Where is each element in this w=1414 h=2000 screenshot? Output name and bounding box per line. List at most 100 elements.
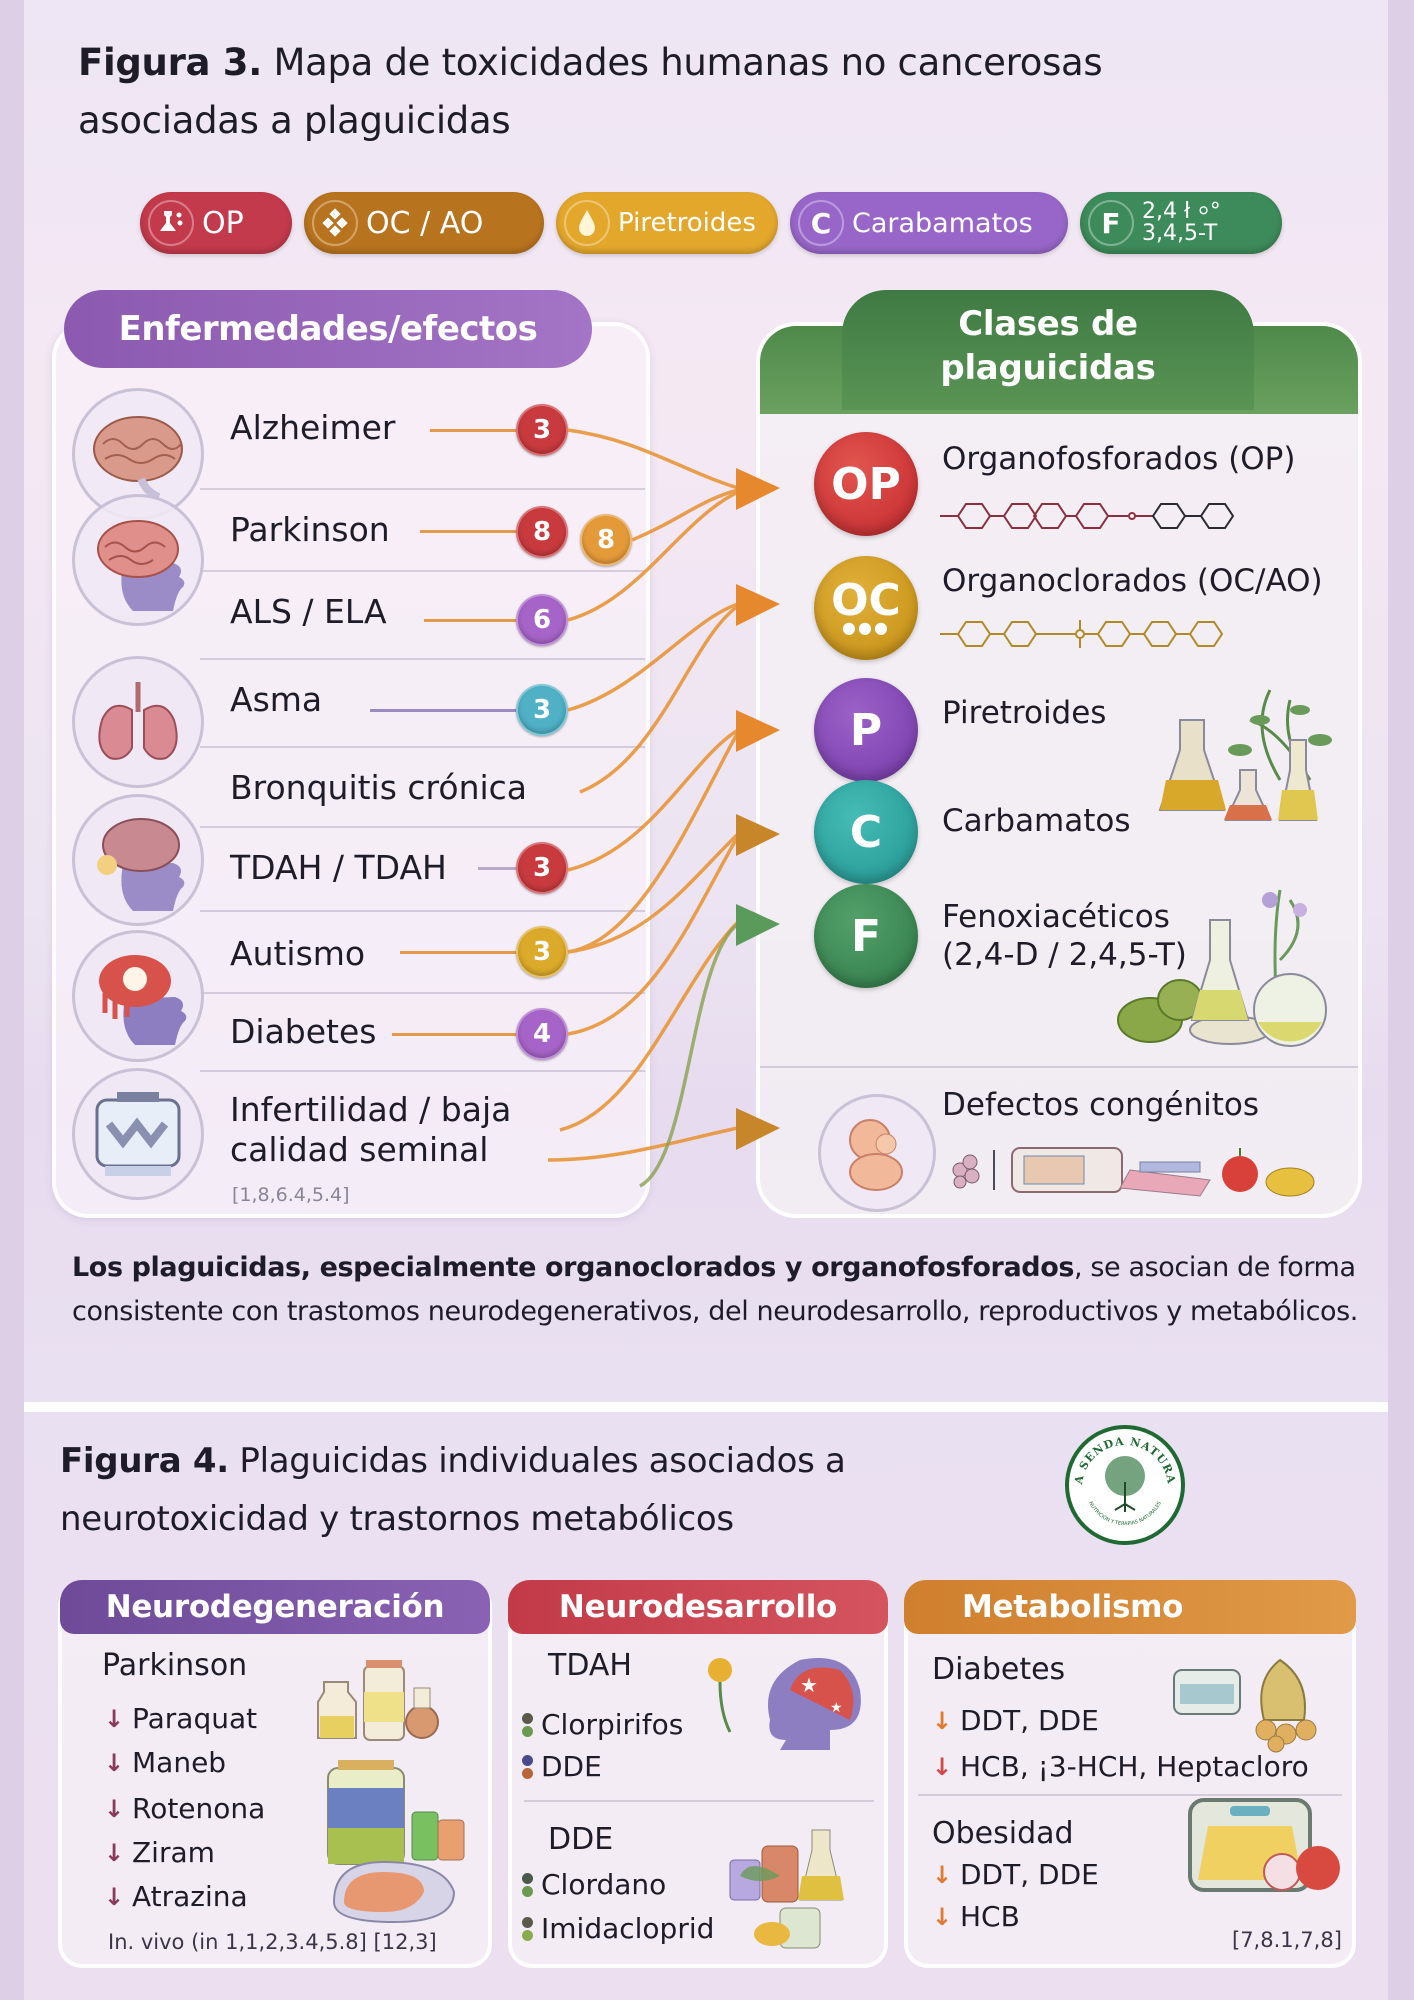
disease-diabetes: Diabetes bbox=[230, 1012, 377, 1051]
evidence-badge: 6 bbox=[516, 594, 568, 646]
droplet-icon bbox=[564, 200, 610, 246]
legend-label-oc: OC / AO bbox=[366, 205, 484, 241]
card-metabolismo bbox=[904, 1582, 1356, 1968]
evidence-badge: 4 bbox=[516, 1008, 568, 1060]
autism-head-icon bbox=[72, 930, 204, 1062]
section-divider bbox=[24, 1402, 1388, 1412]
arrow-down-icon: ↓ bbox=[104, 1704, 125, 1733]
disease-bronquitis: Bronquitis crónica bbox=[230, 768, 528, 807]
legend-label-piretroides: Piretroides bbox=[618, 208, 756, 238]
connector-line bbox=[392, 1033, 520, 1036]
pesticide-name: Imidacloprid bbox=[541, 1912, 715, 1945]
row-divider bbox=[200, 746, 645, 748]
arrow-down-icon: ↓ bbox=[104, 1794, 125, 1823]
row-divider bbox=[200, 826, 645, 828]
pesticide-item: ↓HCB, ¡3-HCH, Heptacloro bbox=[932, 1750, 1309, 1783]
connector-line bbox=[478, 867, 520, 870]
evidence-badge: 8 bbox=[516, 506, 568, 558]
lungs-icon bbox=[72, 656, 204, 788]
pesticide-name: Maneb bbox=[132, 1746, 227, 1779]
congenital-causes-illustration bbox=[952, 1147, 1315, 1197]
letter-c-icon: C bbox=[798, 200, 844, 246]
class-badge-oc-label: OC bbox=[831, 575, 901, 626]
class-badge-c: C bbox=[814, 780, 918, 884]
disease-autismo: Autismo bbox=[230, 934, 366, 973]
arrow-down-icon: ↓ bbox=[104, 1882, 125, 1911]
legend-label-fenoxiaceticos: 2,4 ł ⸰° 3,4,5-T bbox=[1142, 201, 1221, 245]
figure3-caption: Mapa de toxicidades humanas no cancerosa… bbox=[78, 41, 1103, 142]
class-label-oc: Organoclorados (OC/AO) bbox=[942, 563, 1323, 599]
row-divider bbox=[200, 992, 645, 994]
header-line1: Clases de bbox=[958, 304, 1138, 344]
pesticide-item: Clordano bbox=[522, 1868, 666, 1901]
fruits-flasks-illustration bbox=[1117, 889, 1327, 1047]
legend-label-op: OP bbox=[202, 205, 244, 241]
card-subtitle-obesidad: Obesidad bbox=[932, 1816, 1074, 1851]
class-label-f: Fenoxiacéticos (2,4-D / 2,4,5-T) bbox=[942, 898, 1187, 974]
fetus-icon bbox=[818, 1094, 936, 1212]
disease-alzheimer: Alzheimer bbox=[230, 408, 396, 447]
pesticide-name: Rotenona bbox=[132, 1792, 266, 1825]
pesticide-item: ↓Paraquat bbox=[104, 1702, 257, 1735]
dots-icon bbox=[522, 1916, 533, 1941]
la-senda-natural-logo: LA SENDA NATURAL NUTRICIÓN Y TERAPIAS NA… bbox=[1064, 1424, 1185, 1545]
legend-label-carbamatos: Carabamatos bbox=[852, 207, 1033, 239]
letter-f-icon: F bbox=[1088, 200, 1134, 246]
card-neurodesarrollo bbox=[508, 1582, 888, 1968]
disease-als: ALS / ELA bbox=[230, 592, 387, 631]
card-subtitle-dde: DDE bbox=[548, 1822, 614, 1857]
connector-line bbox=[424, 619, 520, 622]
arrow-down-icon: ↓ bbox=[932, 1902, 953, 1931]
figure4-title: Figura 4. Plaguicidas individuales asoci… bbox=[60, 1432, 1040, 1548]
arrow-down-icon: ↓ bbox=[932, 1752, 953, 1781]
evidence-badge: 3 bbox=[516, 684, 568, 736]
brain-adhd-icon bbox=[72, 794, 204, 926]
class-label-op: Organofosforados (OP) bbox=[942, 441, 1296, 477]
dots-icon bbox=[522, 1872, 533, 1897]
class-label-f-line1: Fenoxiacéticos bbox=[942, 899, 1170, 935]
figure3-label: Figura 3. bbox=[78, 41, 262, 84]
organochlorine-molecule-icon bbox=[940, 620, 1224, 648]
row-divider bbox=[200, 910, 645, 912]
legend-f-line2: 3,4,5-T bbox=[1142, 221, 1218, 246]
brain-head-icon bbox=[72, 494, 204, 626]
connector-line bbox=[370, 709, 520, 712]
summary-rest: , se asocian de forma consistente con tr… bbox=[72, 1252, 1358, 1327]
flower-head-bottles-illustration: ★★ bbox=[708, 1658, 861, 1949]
congenital-defects-label: Defectos congénitos bbox=[942, 1087, 1260, 1123]
dots-icon bbox=[522, 1712, 533, 1737]
pesticide-name: Clorpirifos bbox=[541, 1708, 684, 1741]
pesticide-name: Clordano bbox=[541, 1868, 667, 1901]
diseases-panel-header: Enfermedades/efectos bbox=[64, 290, 592, 368]
dots-icon: ●●● bbox=[842, 618, 890, 637]
class-label-c: Carbamatos bbox=[942, 803, 1131, 839]
arrow-down-icon: ↓ bbox=[932, 1860, 953, 1889]
svg-text:★: ★ bbox=[830, 1700, 843, 1716]
legend-pill-fenoxiaceticos: F 2,4 ł ⸰° 3,4,5-T bbox=[1080, 192, 1282, 254]
card-header-neurodegeneracion: Neurodegeneración bbox=[60, 1580, 490, 1634]
figure4-caption-line1: Plaguicidas individuales asociados a bbox=[239, 1441, 846, 1481]
summary-bold: Los plaguicidas, especialmente organoclo… bbox=[72, 1252, 1075, 1283]
card-subtitle-tdah: TDAH bbox=[548, 1648, 632, 1683]
figure4-caption-line2: neurotoxicidad y trastornos metabólicos bbox=[60, 1499, 734, 1539]
pesticide-item: ↓Maneb bbox=[104, 1746, 226, 1779]
arrow-down-icon: ↓ bbox=[104, 1748, 125, 1777]
pesticide-name: Paraquat bbox=[132, 1702, 258, 1735]
pesticide-name: HCB bbox=[960, 1900, 1020, 1933]
pesticide-name: Ziram bbox=[132, 1836, 215, 1869]
disease-parkinson: Parkinson bbox=[230, 510, 390, 549]
evidence-badge: 3 bbox=[516, 926, 568, 978]
legend-pill-piretroides: Piretroides bbox=[556, 192, 778, 254]
lab-flasks-plants-illustration bbox=[1158, 689, 1332, 821]
row-divider bbox=[200, 488, 645, 490]
pesticide-classes-header: Clases de plaguicidas bbox=[842, 290, 1254, 410]
infertilidad-line2: calidad seminal bbox=[230, 1130, 489, 1169]
connector-line bbox=[420, 530, 520, 533]
pesticide-class-legend: OP OC / AO Piretroides C Carabamatos F 2… bbox=[140, 192, 1282, 254]
figure3-summary: Los plaguicidas, especialmente organoclo… bbox=[72, 1246, 1362, 1334]
card-divider bbox=[524, 1800, 874, 1802]
legend-pill-op: OP bbox=[140, 192, 292, 254]
class-label-f-line2: (2,4-D / 2,4,5-T) bbox=[942, 937, 1187, 973]
pesticide-name: DDE bbox=[541, 1750, 602, 1783]
class-badge-p: P bbox=[814, 678, 918, 782]
